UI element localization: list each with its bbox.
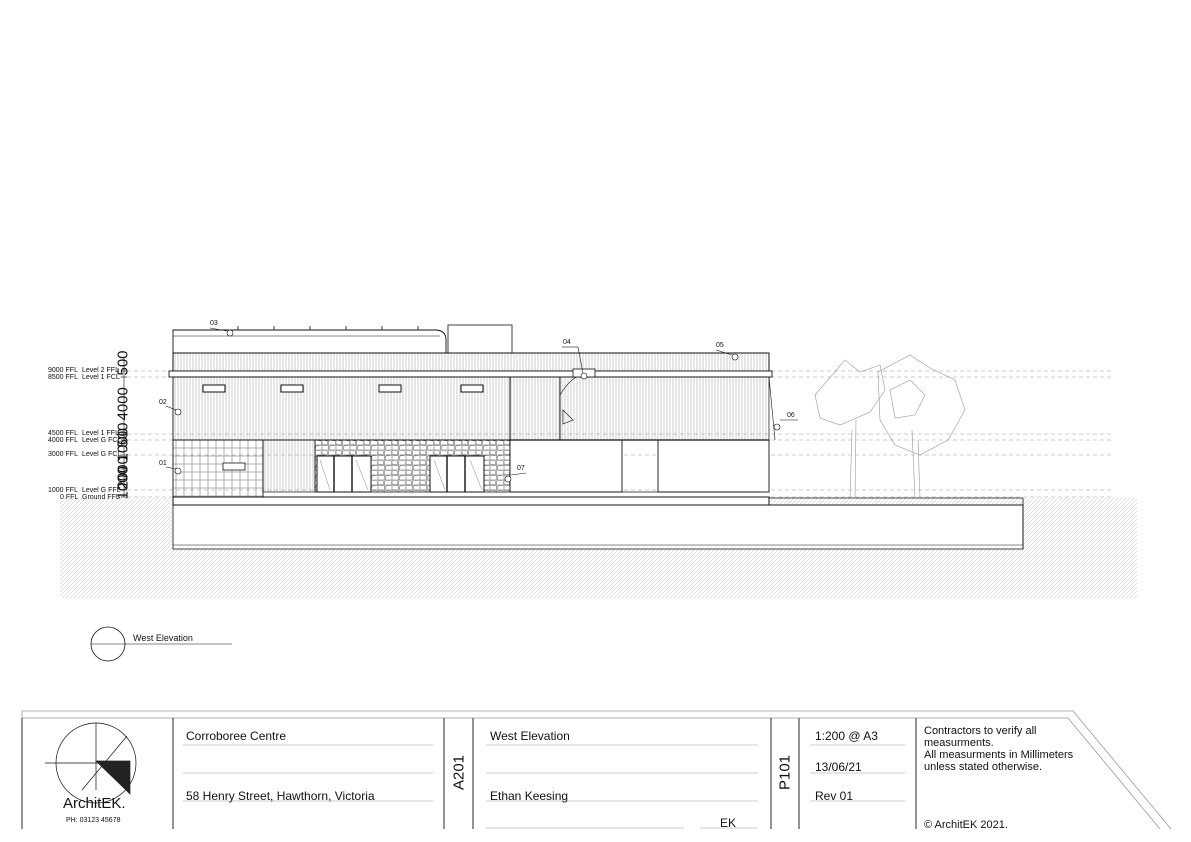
callout-07: 07 [517,465,525,472]
revision-code: P101 [776,754,794,791]
curtain-fins [559,376,770,441]
level-elev-4500: 4500 FFL [48,430,78,437]
callout-04: 04 [563,339,571,346]
dim-500-top: 500 [114,350,132,376]
drawn-by: Ethan Keesing [490,789,569,803]
ground-slab [172,496,770,506]
level-name-4500: Level 1 FFL [82,430,119,437]
level-name-4000: Level G FCL [82,437,122,444]
view-title: West Elevation [133,633,193,643]
upper-band [172,352,770,372]
date: 13/06/21 [815,760,862,774]
dimension-string [121,358,127,498]
project-address: 58 Henry Street, Hawthorn, Victoria [186,789,375,803]
level-name-8500: Level 1 FCL [82,374,120,381]
level-elev-8500: 8500 FFL [48,374,78,381]
first-floor-wall [172,376,511,441]
note-units: All measurments in Millimeters unless st… [924,749,1074,773]
callouts [165,327,798,483]
level-elev-3000: 3000 FFL [48,451,78,458]
dim-1000-low: 1000 [114,466,132,500]
callout-03: 03 [210,320,218,327]
callout-05: 05 [716,342,724,349]
callout-01: 01 [159,460,167,467]
level-name-3000: Level G FCL [82,451,122,458]
callout-06: 06 [787,412,795,419]
level-lines [120,370,1112,498]
title-block-frame [21,710,1172,830]
dim-4000: 4000 [114,387,132,421]
architek-logo [45,722,137,804]
scale: 1:200 @ A3 [815,729,878,743]
level-name-0: Ground FFL [82,494,120,501]
level-elev-0: 0 FFL [60,494,79,501]
general-notes: Contractors to verify all measurments. A… [924,725,1104,773]
sheet-number: A201 [450,754,468,791]
level-elev-4000: 4000 FFL [48,437,78,444]
revision: Rev 01 [815,789,854,803]
tree [814,354,966,499]
note-verify: Contractors to verify all measurments. [924,725,1037,749]
callout-02: 02 [159,399,167,406]
phone-number: PH: 03123 45678 [66,817,121,824]
basement-slab [172,504,1024,550]
drawn-by-initials: EK [720,816,737,830]
level-name-1000: Level G FFL [82,487,121,494]
level-name-9000: Level 2 FFL [82,367,119,374]
copyright: © ArchitEK 2021. [924,819,1008,831]
tiled-wall [172,439,264,499]
level-elev-1000: 1000 FFL [48,487,78,494]
logo-text: ArchitEK. [63,795,126,812]
drawing-name: West Elevation [490,729,570,743]
project-name: Corroboree Centre [186,729,287,743]
level-elev-9000: 9000 FFL [48,367,78,374]
